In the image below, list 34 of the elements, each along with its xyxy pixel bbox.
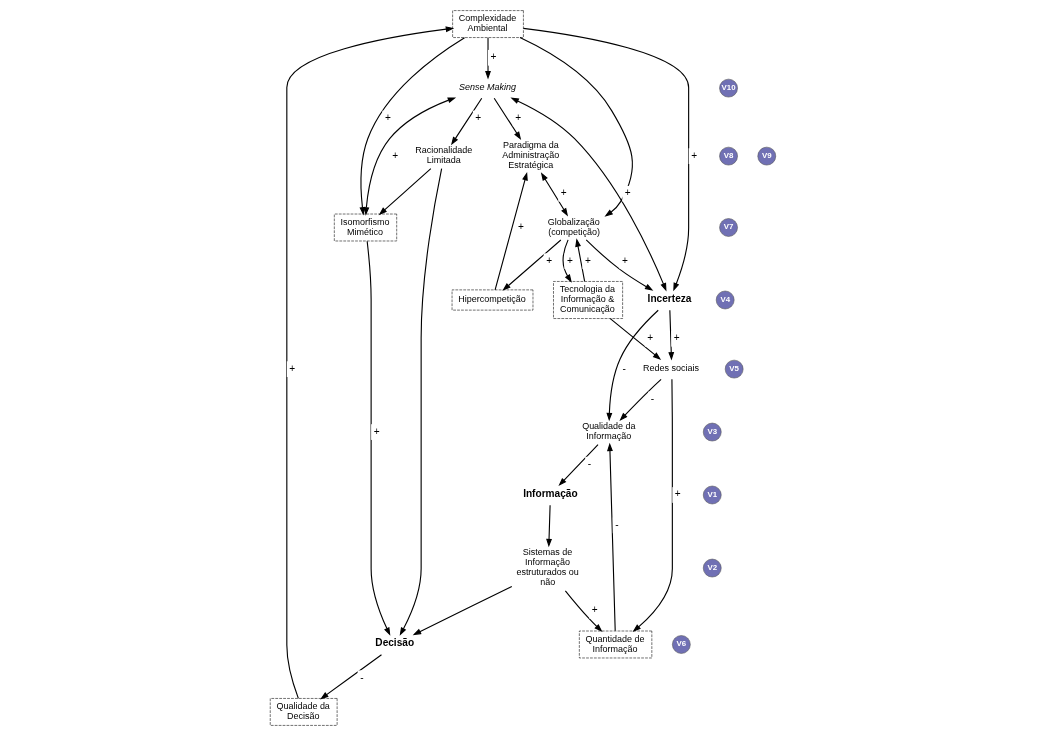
edge-label: +	[591, 604, 598, 616]
edge-label: +	[373, 425, 380, 437]
edge-label: +	[560, 187, 567, 199]
node-text: Informação	[523, 487, 578, 499]
edge-label: +	[673, 332, 680, 344]
edge-label: +	[566, 254, 573, 266]
edge-label: +	[674, 488, 681, 500]
node-text: Sense Making	[459, 81, 517, 92]
edge-label: -	[615, 518, 619, 530]
edge-label: +	[622, 254, 628, 266]
edge-label: +	[392, 149, 399, 161]
edge-label: +	[289, 362, 296, 374]
edge-label: +	[475, 111, 482, 123]
edge-label: -	[650, 392, 655, 404]
edge-label: -	[622, 362, 626, 374]
edge-label: +	[384, 111, 391, 123]
edge-label: +	[624, 187, 631, 199]
edge-label: +	[490, 51, 497, 63]
node-text: Redes sociais	[643, 363, 700, 374]
edge-label: +	[515, 111, 522, 123]
node-text: Globalização (competição)	[547, 216, 601, 237]
edge-label: +	[691, 149, 698, 161]
node-text: Decisão	[375, 637, 415, 649]
edge-label: -	[587, 458, 592, 470]
node-text: Qualidade da Informação	[582, 421, 636, 442]
node-text: Incerteza	[647, 292, 692, 304]
edge-label: +	[584, 254, 591, 266]
edge-label: -	[360, 671, 364, 683]
edge-label: +	[518, 220, 524, 232]
edge-label: +	[546, 254, 553, 266]
node-text: Racionalidade Limitada	[415, 145, 473, 166]
node-text: Paradigma da Administração Estratégica	[502, 140, 560, 171]
edge-label: +	[647, 332, 654, 344]
node-text: Sistemas de Informação estruturados ou não	[516, 547, 579, 588]
